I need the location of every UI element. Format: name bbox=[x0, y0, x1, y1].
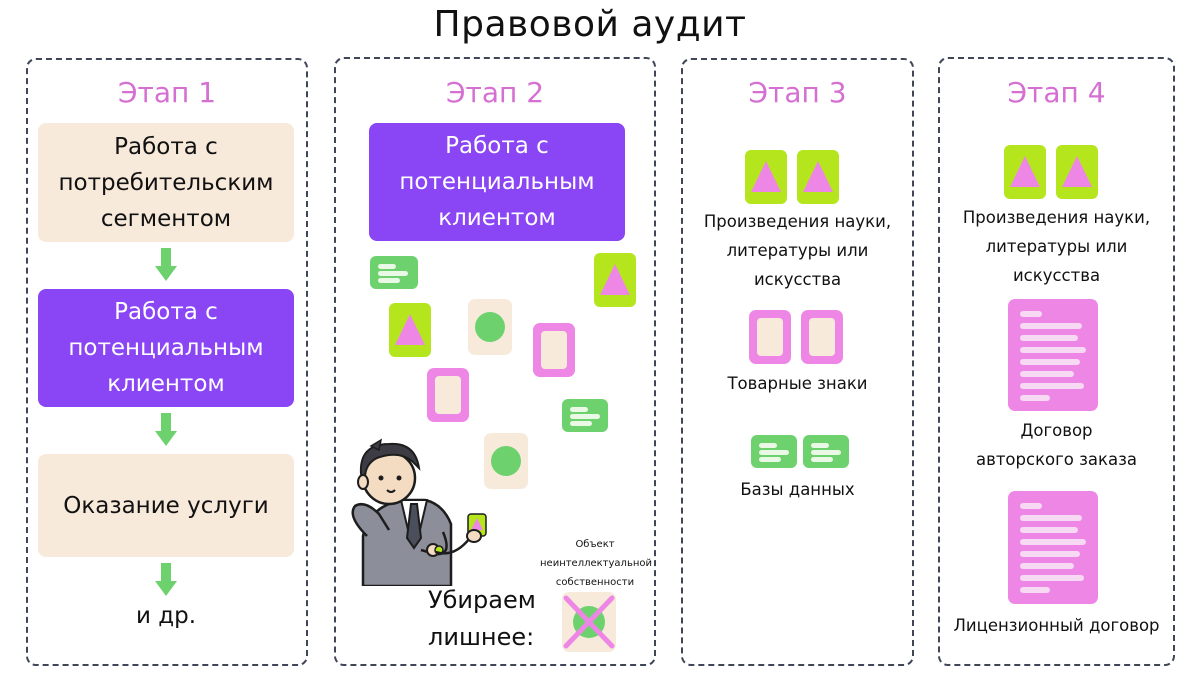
triangle-card-icon bbox=[1004, 145, 1046, 199]
works-caption: Произведения науки, литературы или искус… bbox=[703, 212, 892, 289]
stage-4-panel: Этап 4 bbox=[938, 57, 1175, 666]
crossed-object-icon bbox=[562, 592, 616, 652]
trademark-card-icon bbox=[801, 310, 843, 364]
stage-1-step-service: Оказание услуги bbox=[38, 454, 294, 557]
trademark-card-icon bbox=[749, 310, 791, 364]
stage-3-label: Этап 3 bbox=[748, 76, 847, 109]
circle-card-icon bbox=[468, 299, 512, 355]
stage-2-label: Этап 2 bbox=[445, 76, 545, 109]
arrow-down-icon bbox=[155, 563, 177, 596]
remove-excess-label: Убираем лишнее: bbox=[428, 586, 536, 651]
works-caption: Произведения науки, литературы или искус… bbox=[962, 208, 1151, 285]
triangle-card-icon bbox=[745, 150, 787, 204]
stage-1-step-client: Работа с потенциальным клиентом bbox=[38, 289, 294, 407]
triangle-card-icon bbox=[1056, 145, 1098, 199]
stage-2-client-box: Работа с потенциальным клиентом bbox=[369, 123, 625, 241]
stage-1-panel: Этап 1 bbox=[26, 58, 308, 666]
trademark-card-icon bbox=[427, 368, 469, 422]
database-card-icon bbox=[751, 435, 797, 468]
license-contract-caption: Лицензионный договор bbox=[953, 616, 1160, 635]
arrow-down-icon bbox=[155, 413, 177, 446]
stage-4-label: Этап 4 bbox=[1007, 76, 1106, 109]
stage-1-footer: и др. bbox=[135, 603, 197, 629]
trademarks-caption: Товарные знаки bbox=[727, 374, 868, 393]
hand-with-card-icon bbox=[435, 513, 487, 555]
database-card-icon bbox=[370, 256, 418, 289]
circle-card-icon bbox=[484, 433, 528, 489]
stage-3-panel: Этап 3 bbox=[681, 58, 914, 666]
stage-2-panel: Этап 2 bbox=[334, 57, 656, 666]
arrow-down-icon bbox=[155, 248, 177, 281]
document-icon bbox=[1008, 491, 1098, 604]
stage-1-step-consumer: Работа с потребительским сегментом bbox=[38, 123, 294, 242]
triangle-card-icon bbox=[594, 253, 636, 307]
businessman-illustration bbox=[351, 438, 453, 586]
trademark-card-icon bbox=[533, 323, 575, 377]
triangle-card-icon bbox=[389, 303, 431, 357]
non-ip-object-note: Объект неинтеллектуальной собственности bbox=[540, 539, 652, 588]
document-icon bbox=[1008, 299, 1098, 411]
page-title: Правовой аудит bbox=[433, 4, 747, 45]
author-contract-caption: Договор авторского заказа bbox=[975, 421, 1137, 469]
stage-1-label: Этап 1 bbox=[117, 76, 217, 109]
databases-caption: Базы данных bbox=[740, 480, 855, 499]
database-card-icon bbox=[803, 435, 849, 468]
triangle-card-icon bbox=[797, 150, 839, 204]
database-card-icon bbox=[562, 399, 608, 432]
